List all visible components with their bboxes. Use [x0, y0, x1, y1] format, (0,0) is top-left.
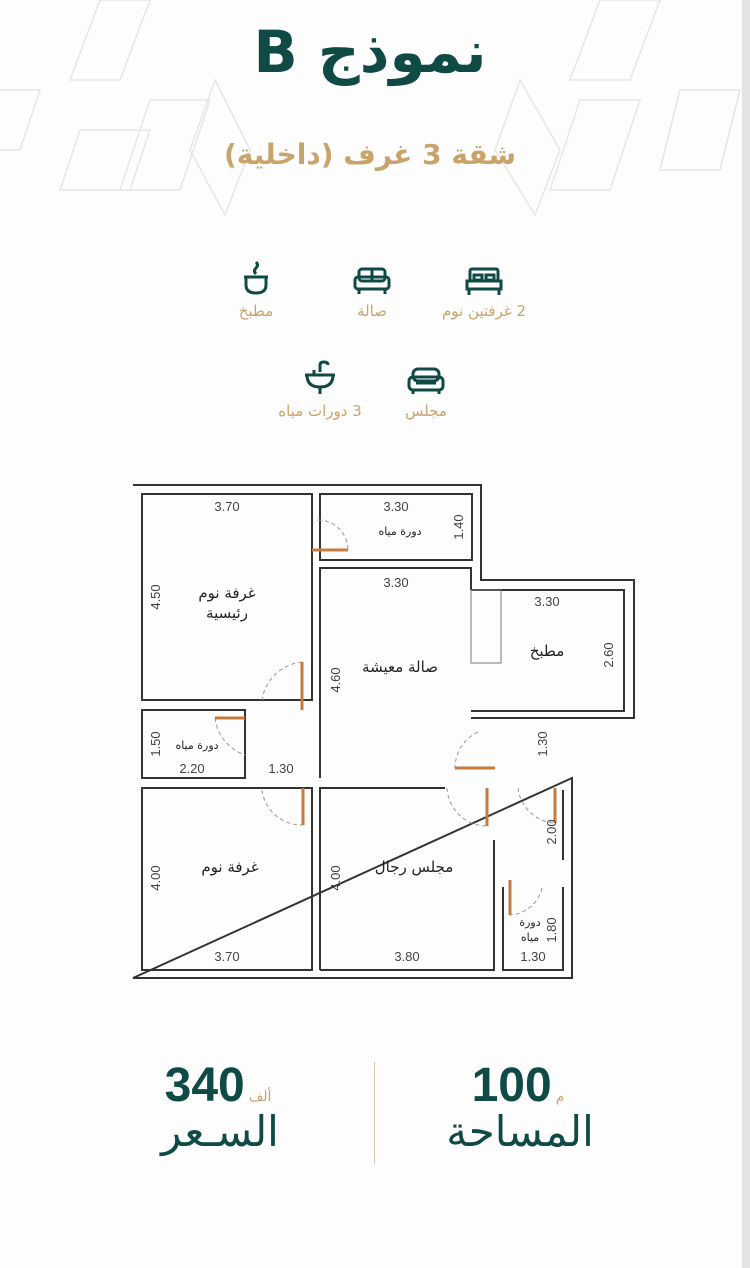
room-label-master: غرفة نوم — [198, 584, 255, 602]
room-label-living: صالة معيشة — [362, 658, 438, 676]
room-wc-bottom — [502, 790, 564, 971]
room-living — [319, 567, 472, 778]
dim-label: 1.40 — [451, 514, 466, 539]
cooking-pot-icon — [244, 260, 268, 295]
price-stat: ألف340 السـعر — [120, 1058, 320, 1156]
dim-label: 1.30 — [520, 949, 545, 964]
room-label-majlis: مجلس رجال — [375, 858, 454, 876]
dim-label: 3.30 — [383, 575, 408, 590]
price-value: 340 — [164, 1059, 245, 1112]
dim-label: 4.00 — [328, 865, 343, 890]
room-label-wc: دورة — [519, 916, 540, 929]
feature-majlis: مجلس — [351, 366, 501, 420]
feature-label: 2 غرفتين نوم — [441, 302, 527, 320]
dim-label: 1.80 — [544, 917, 559, 942]
sofa-icon — [353, 267, 391, 294]
page-title: نموذج B — [253, 18, 487, 86]
feature-label: 3 دورات مياه — [278, 402, 362, 420]
area-value: 100 — [471, 1059, 552, 1112]
feature-label: مطبخ — [238, 302, 274, 320]
dim-label: 2.00 — [544, 819, 559, 844]
page-edge — [742, 0, 750, 1268]
feature-label: صالة — [357, 302, 387, 320]
background-pattern — [0, 0, 741, 217]
room-majlis — [319, 787, 495, 971]
dim-label: 2.60 — [601, 642, 616, 667]
area-unit: م — [555, 1089, 565, 1105]
dim-label: 4.50 — [148, 584, 163, 609]
feature-kitchen: مطبخ — [181, 260, 331, 320]
room-bedroom — [141, 787, 313, 971]
room-label-bedroom: غرفة نوم — [201, 858, 258, 876]
dim-label: 2.20 — [179, 761, 204, 776]
feature-living: صالة — [297, 266, 447, 320]
page-subtitle: شقة 3 غرف (داخلية) — [223, 138, 517, 171]
dim-label: 3.70 — [214, 949, 239, 964]
room-label-wc: دورة مياه — [378, 525, 421, 538]
outer-wall — [132, 484, 635, 979]
dim-label: 3.70 — [214, 499, 239, 514]
dim-label: 1.30 — [268, 761, 293, 776]
sink-icon — [305, 360, 335, 394]
bed-icon — [465, 267, 503, 295]
room-label-wc: دورة مياه — [175, 739, 218, 752]
dim-label: 3.30 — [534, 594, 559, 609]
area-stat: م100 المساحة — [420, 1058, 620, 1156]
floor-plan: 3.70 4.50 3.30 1.40 3.30 4.60 3.30 2.60 … — [132, 484, 635, 979]
room-kitchen — [471, 589, 625, 712]
kitchen-counter — [470, 589, 502, 664]
room-label-master: رئيسية — [206, 604, 248, 622]
area-label: المساحة — [446, 1107, 594, 1156]
price-unit: ألف — [248, 1089, 272, 1105]
feature-label: مجلس — [405, 402, 447, 420]
price-label: السـعر — [161, 1107, 279, 1156]
dim-label: 1.50 — [148, 731, 163, 756]
room-wc-left — [141, 709, 246, 779]
room-wc-top — [319, 493, 473, 561]
dim-label: 3.30 — [383, 499, 408, 514]
divider — [374, 1062, 375, 1164]
room-master-bedroom — [141, 493, 313, 701]
dim-label: 4.60 — [328, 667, 343, 692]
room-label-wc: مياه — [521, 931, 539, 944]
dim-label: 3.80 — [394, 949, 419, 964]
armchair-icon — [407, 367, 445, 394]
feature-bedrooms: 2 غرفتين نوم — [409, 266, 559, 320]
dim-label: 4.00 — [148, 865, 163, 890]
feature-bathrooms: 3 دورات مياه — [245, 360, 395, 420]
dim-label: 1.30 — [535, 731, 550, 756]
room-label-kitchen: مطبخ — [530, 642, 565, 660]
